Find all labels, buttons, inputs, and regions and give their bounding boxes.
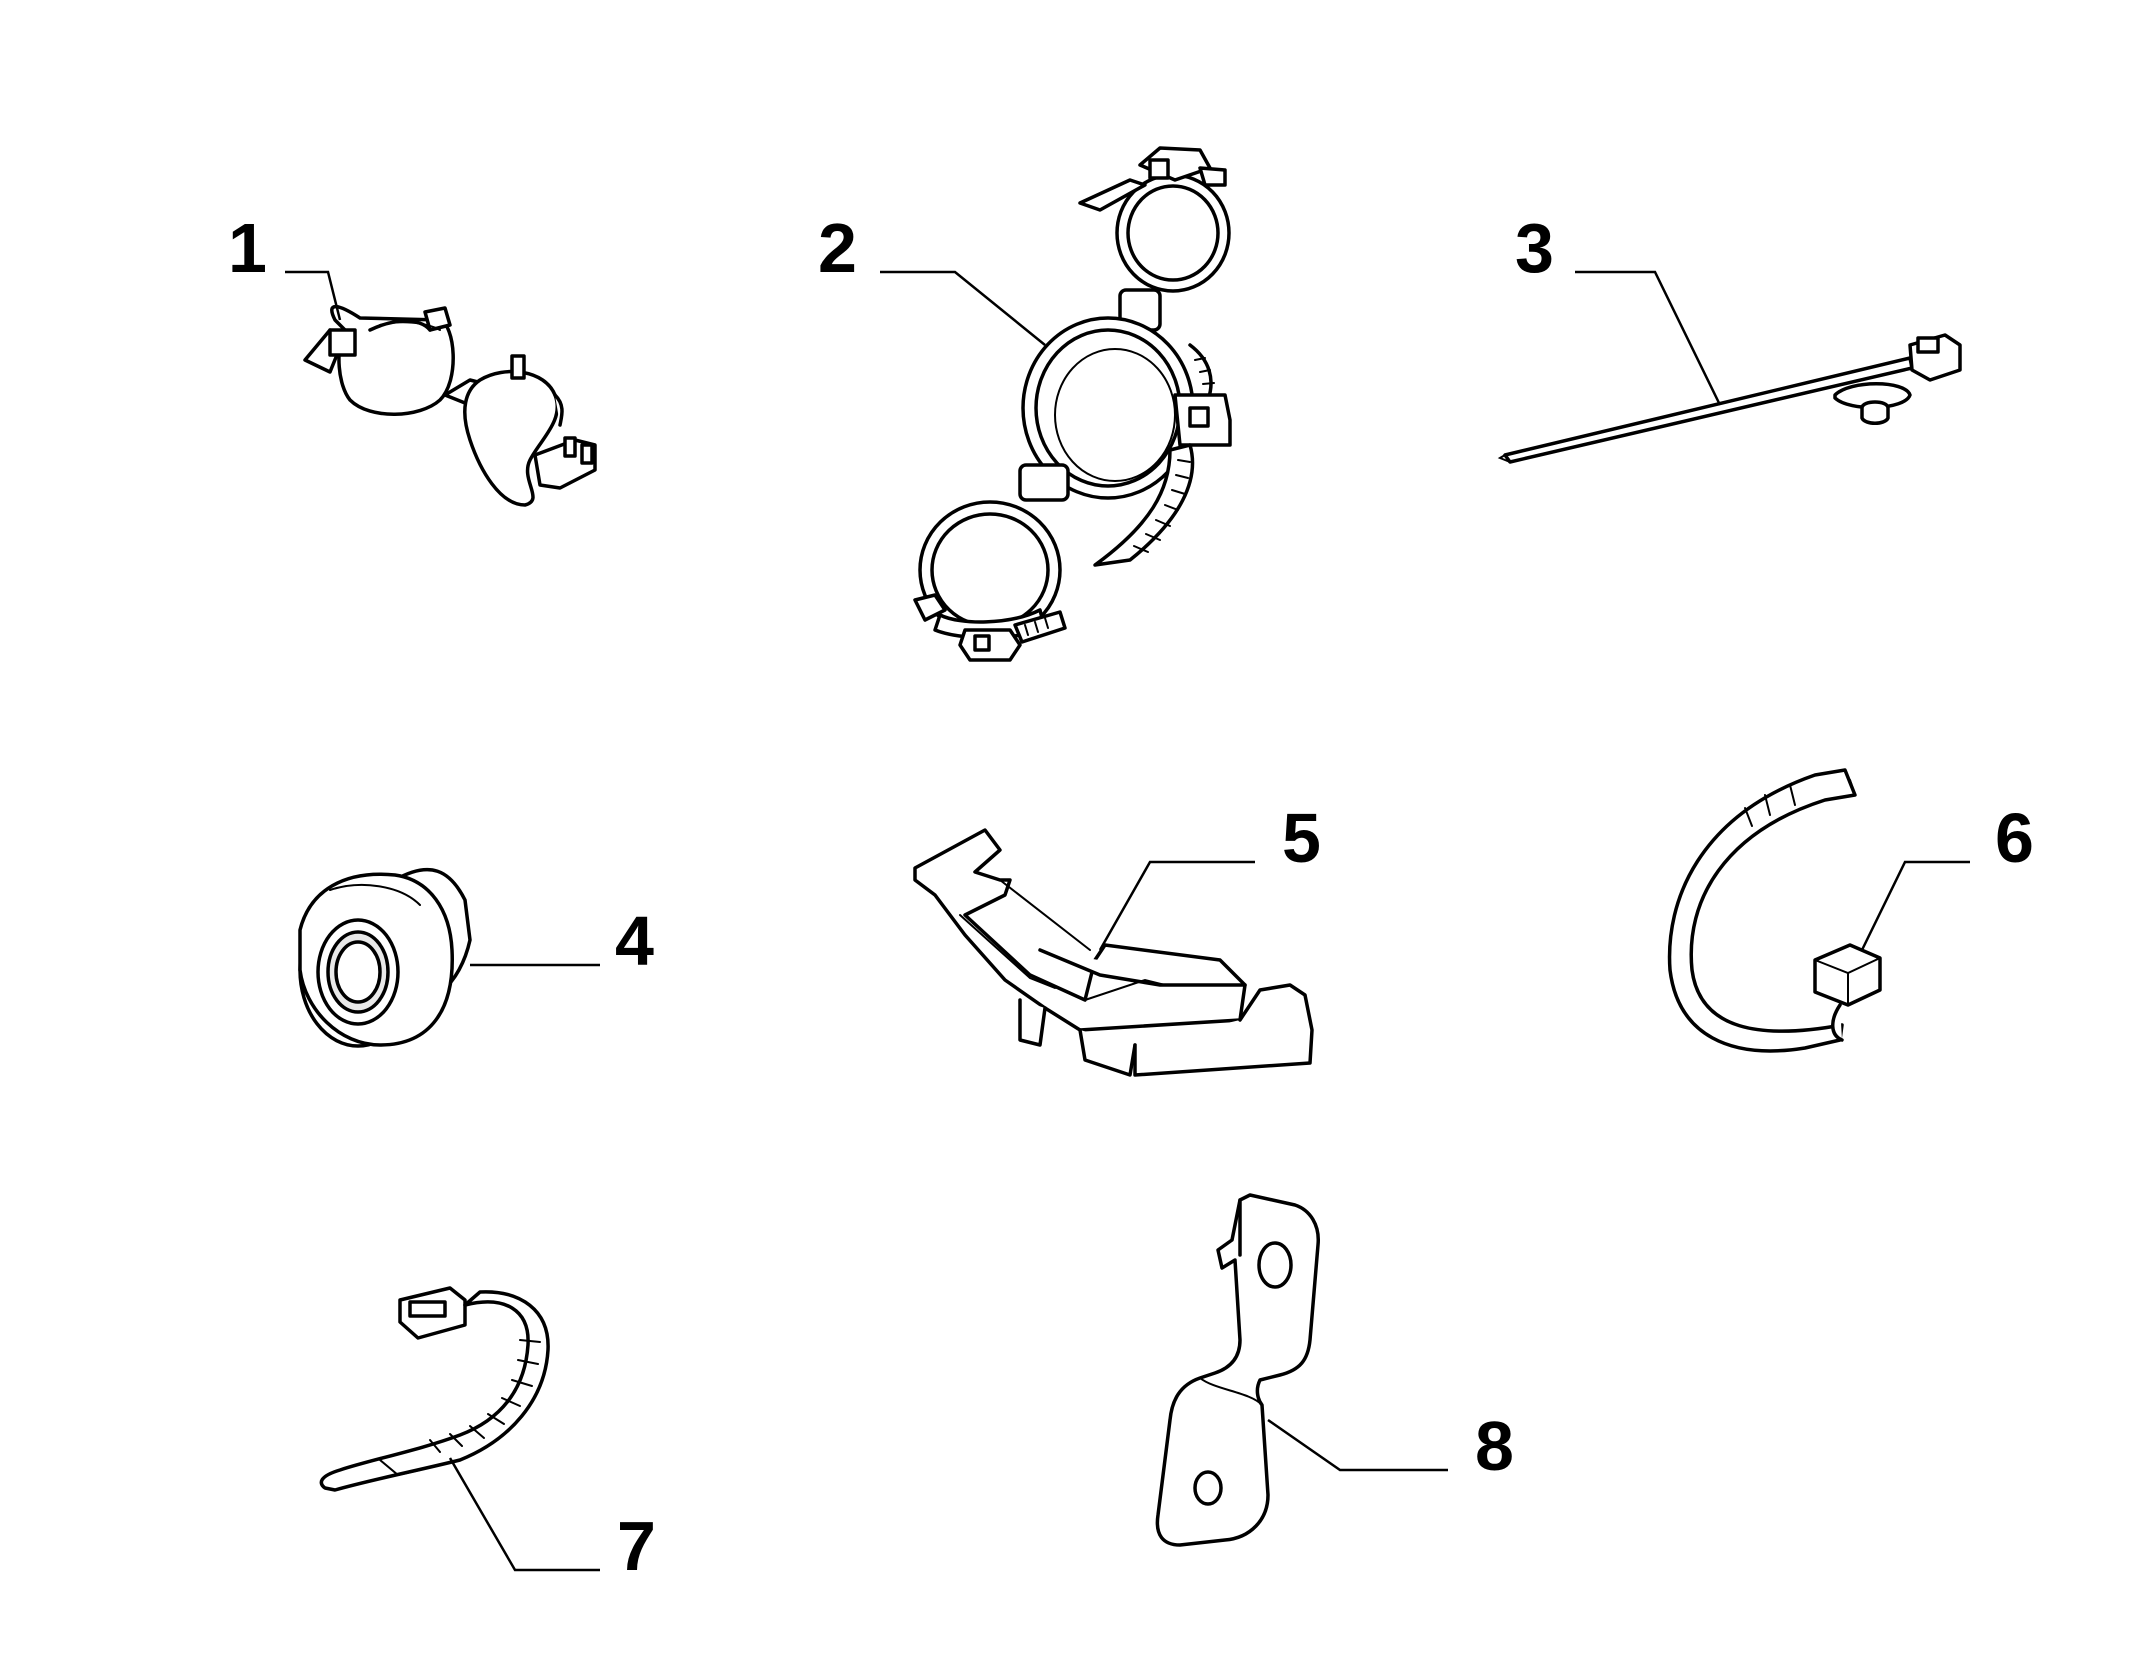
leader-7: [448, 1457, 600, 1572]
callout-6: 6: [1995, 799, 2034, 877]
double-hose-clip-icon: [303, 304, 597, 507]
leader-8: [1267, 1418, 1448, 1472]
callout-8: 8: [1475, 1407, 1514, 1485]
leader-6: [1860, 860, 1970, 951]
callout-3: 3: [1515, 209, 1554, 287]
callout-4: 4: [615, 902, 654, 980]
callout-labels: 1 2 3 4 5 6 7 8: [228, 209, 2034, 1585]
triple-pipe-clamp-icon: [913, 146, 1232, 662]
cable-tie-strap-icon: [319, 1286, 550, 1492]
cable-tie-with-push-mount-icon: [1497, 333, 1962, 464]
leader-2: [880, 270, 1046, 346]
leader-lines: [285, 270, 1970, 1572]
cable-tie-loop-icon: [1667, 768, 1882, 1053]
leader-3: [1575, 270, 1722, 406]
callout-7: 7: [617, 1507, 656, 1585]
leader-1: [285, 270, 342, 321]
callout-1: 1: [228, 209, 267, 287]
leader-5: [1098, 860, 1255, 951]
rubber-grommet-icon: [298, 868, 472, 1048]
wiring-guide-bracket-icon: [913, 828, 1314, 1077]
callout-2: 2: [818, 209, 857, 287]
callout-5: 5: [1282, 799, 1321, 877]
mounting-bracket-icon: [1155, 1193, 1320, 1547]
